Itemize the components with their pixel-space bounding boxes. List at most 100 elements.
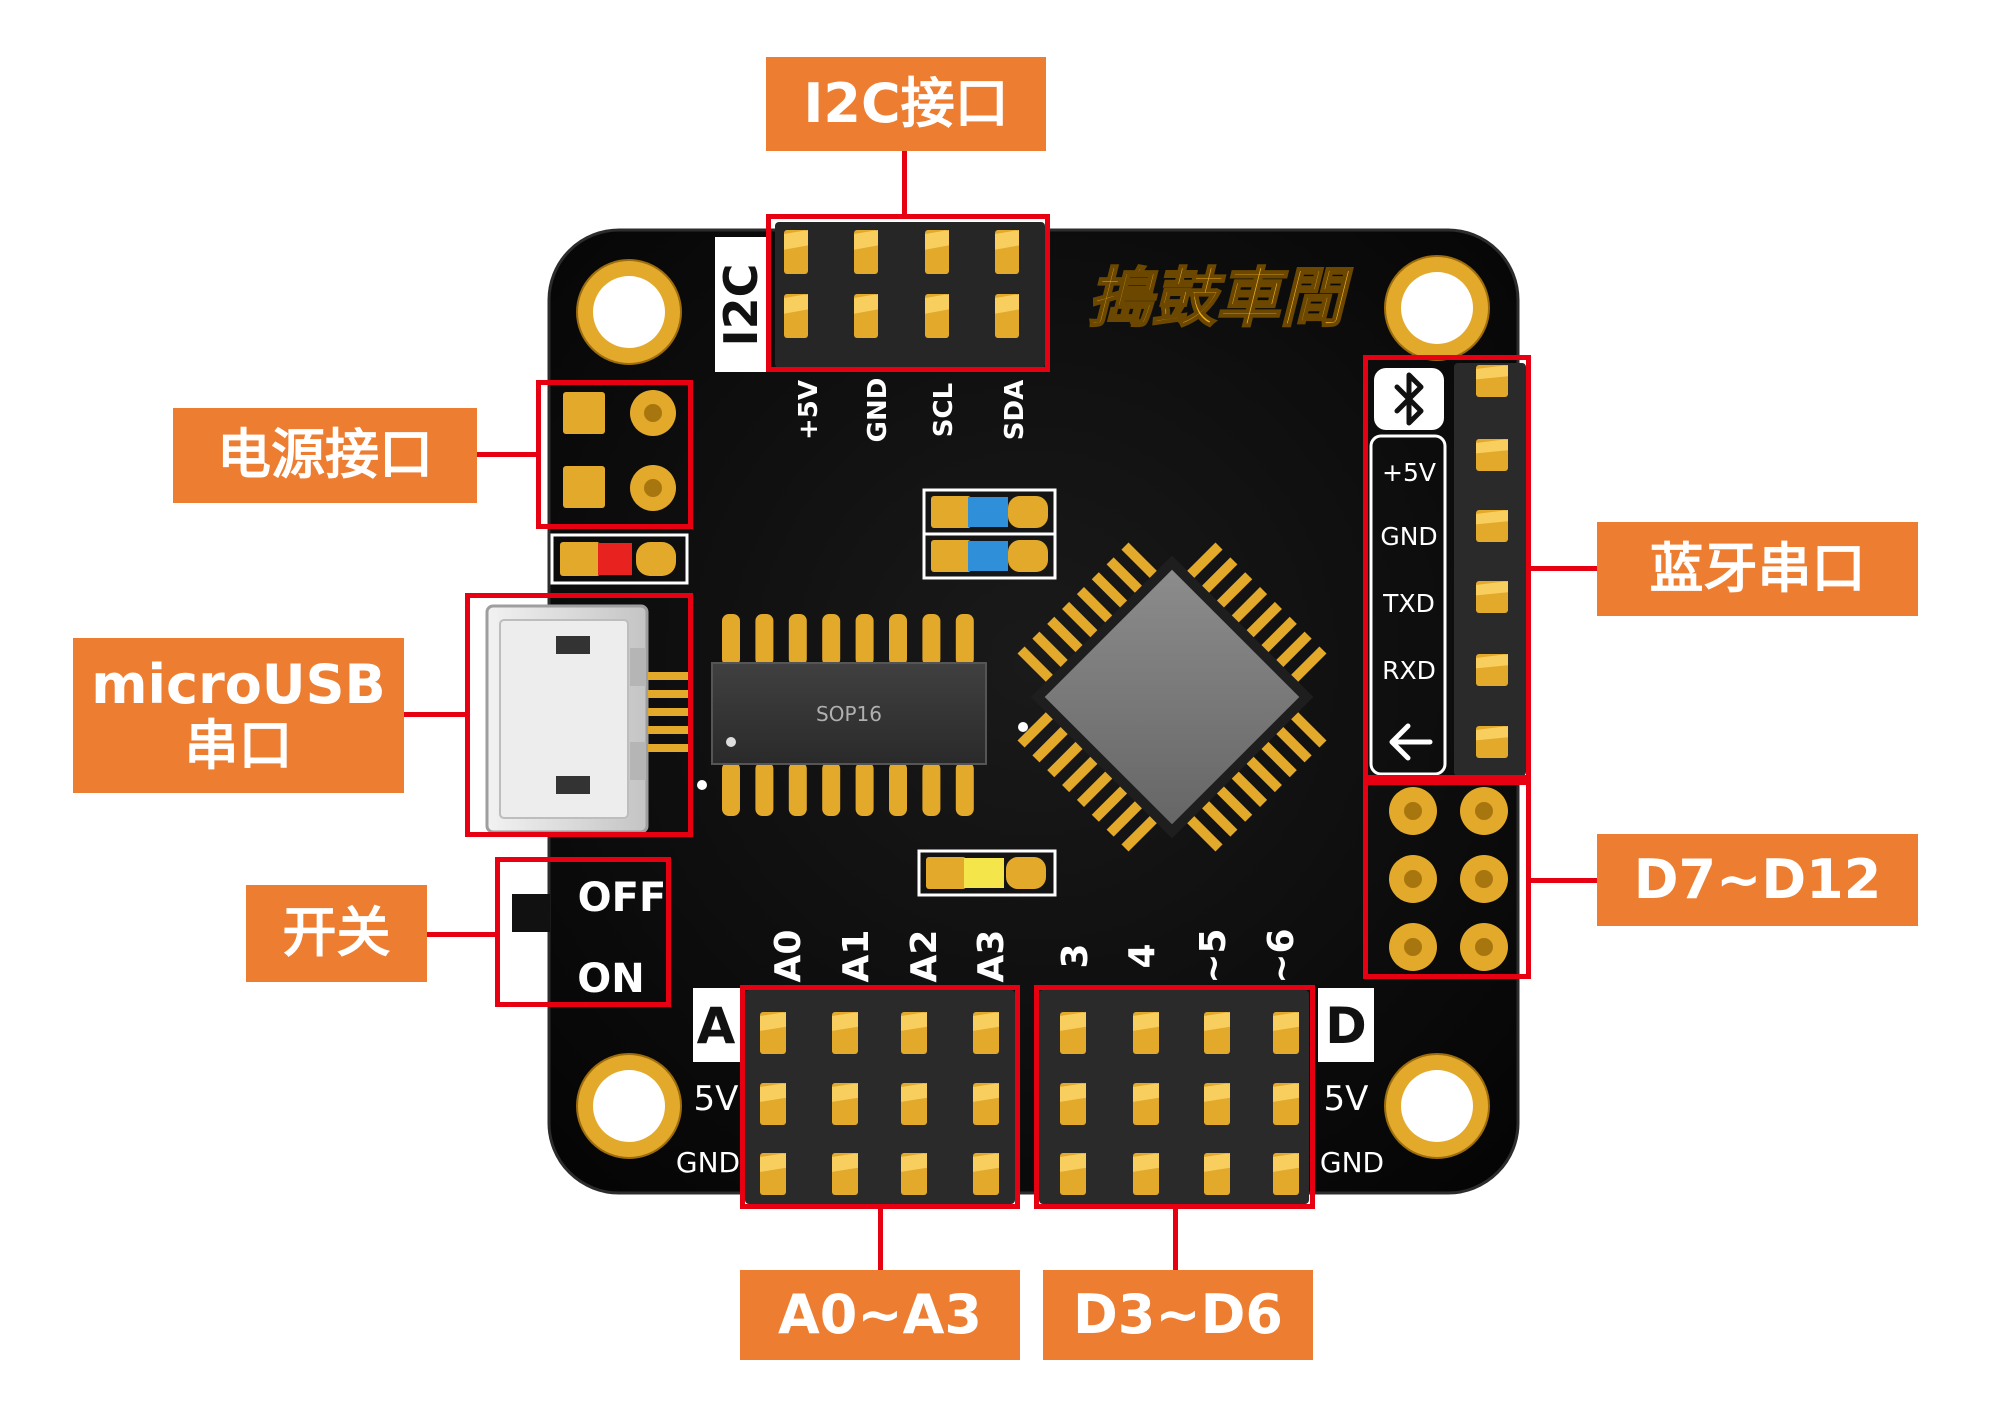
digital-pin-r2-c2-face: [1133, 1083, 1159, 1102]
callout-d3-d6-text: D3~D6: [1072, 1282, 1284, 1346]
usb-recess: [499, 619, 629, 819]
callout-power: 电源接口: [173, 408, 477, 503]
mcu-pin-left-3: [1091, 572, 1128, 608]
i2c-pin-label-5v: +5V: [794, 380, 824, 440]
arrow-left-icon: [1389, 723, 1433, 761]
digital-pin-r3-c4-face: [1273, 1153, 1299, 1172]
sop16-pad-bottom-1: [722, 762, 740, 816]
i2c-pin-r2-c1-face: [784, 294, 808, 314]
leader-line-usb: [404, 712, 465, 717]
analog-pin-r3-c2-face: [832, 1153, 858, 1172]
analog-pin-r3-c1-face: [760, 1153, 786, 1172]
led-blue-1-body: [968, 497, 1008, 527]
usb-leads: [648, 672, 690, 752]
analog-pin-r1-c2-face: [832, 1012, 858, 1031]
bt-pin-5-face: [1476, 654, 1508, 669]
i2c-pin-label-scl: SCL: [929, 383, 959, 437]
digital-tag-bg: [1318, 988, 1374, 1062]
i2c-pin-r2-c3-face: [925, 294, 949, 314]
led-blue-2-body: [968, 541, 1008, 571]
led-blue-1: [922, 488, 1057, 536]
led-yellow-pad-right: [1006, 857, 1046, 889]
analog-pin-r2-c3-face: [901, 1083, 927, 1102]
led-blue-2-pad-left: [931, 540, 971, 572]
power-switch: OFF ON: [512, 875, 666, 1002]
mcu-pin-top-3: [1216, 572, 1253, 608]
led-yellow-outline: [917, 849, 1057, 897]
i2c-pin-r2-c2-face: [854, 294, 878, 314]
leader-line-bluetooth: [1531, 566, 1597, 571]
mounting-hole-3: [593, 1070, 665, 1142]
analog-tag: A: [697, 997, 736, 1055]
sop16-pin1-dot: [726, 737, 736, 747]
micro-usb-connector: [485, 604, 707, 834]
bt-header-pins: [1476, 365, 1508, 758]
usb-lead-5: [648, 744, 690, 752]
callout-i2c: I2C接口: [766, 57, 1046, 151]
digital-pin-r3-c1-face: [1060, 1153, 1086, 1172]
led-red: [550, 533, 689, 585]
d-pad-hole-r2-c2: [1475, 870, 1493, 888]
sop16-pad-top-7: [922, 614, 941, 666]
sop16-body: [711, 662, 987, 765]
analog-header-body: [745, 990, 1015, 1204]
mcu-pin-top-6: [1261, 616, 1297, 653]
sop16-pad-bottom-8: [955, 762, 974, 816]
mcu-pin-top-5: [1246, 601, 1282, 638]
bt-pin-label-5v: +5V: [1382, 458, 1436, 487]
bluetooth-header: +5V GND TXD RXD: [1369, 363, 1526, 776]
analog-row-label-5v: 5V: [694, 1079, 739, 1119]
highlight-power: [536, 380, 693, 529]
digital-pin-r3-c3-face: [1204, 1153, 1230, 1172]
mcu-pin-top-7: [1276, 631, 1312, 667]
mcu-pin-top-4: [1231, 587, 1268, 623]
i2c-header-body: [775, 222, 1045, 368]
analog-header-pins: [760, 1012, 999, 1195]
sop16-pad-top-1: [722, 614, 740, 666]
bt-pin-2-face: [1476, 439, 1508, 454]
d-pad-hole-r1-c1: [1404, 802, 1422, 820]
i2c-tag-bg: [715, 237, 766, 372]
sop16-pad-top-6: [889, 614, 907, 666]
usb-slot-bottom: [556, 776, 590, 794]
digital-header-body: [1039, 990, 1309, 1204]
d-pad-hole-r2-c1: [1404, 870, 1422, 888]
power-pads: [563, 390, 676, 511]
usb-lead-4: [648, 726, 690, 734]
callout-i2c-text: I2C接口: [803, 71, 1009, 135]
sop16-pad-bottom-3: [788, 762, 807, 816]
mcu-pin-bottom-8: [1121, 816, 1157, 852]
highlight-d7-d12: [1363, 780, 1531, 979]
highlight-switch: [495, 857, 671, 1007]
mcu-pin-bottom-6: [1091, 786, 1128, 822]
sop16-pad-top-5: [855, 614, 874, 666]
usb-tab-top: [630, 648, 646, 686]
mounting-hole-1: [593, 276, 665, 348]
digital-pin-r1-c3-face: [1204, 1012, 1230, 1031]
sop16-pad-bottom-7: [922, 762, 941, 816]
bt-pin-3-face: [1476, 510, 1508, 525]
sop16-marking: SOP16: [816, 702, 882, 726]
i2c-pin-label-gnd: GND: [863, 378, 893, 443]
i2c-pin-r1-c4-face: [995, 230, 1019, 250]
switch-slider: [512, 894, 550, 932]
bt-pin-4-face: [1476, 581, 1508, 596]
led-blue-2-outline: [922, 532, 1057, 580]
usb-tab-bottom: [630, 742, 646, 780]
analog-pin-r2-c4-face: [973, 1083, 999, 1102]
sop16-pad-bottom-5: [855, 762, 874, 816]
mcu-pin-top-1: [1187, 542, 1223, 578]
led-red-pad-left: [560, 542, 600, 576]
led-blue-1-pad-right: [1008, 496, 1048, 528]
analog-pin-r1-c4-face: [973, 1012, 999, 1031]
mcu-pin-right-7: [1202, 801, 1238, 837]
i2c-header-pins: [784, 230, 1019, 338]
analog-pin-label-a1: A1: [836, 930, 877, 983]
digital-pin-r1-c2-face: [1133, 1012, 1159, 1031]
led-red-body: [598, 543, 632, 575]
bt-pin-label-gnd: GND: [1380, 522, 1437, 551]
d7-d12-pads: [1389, 787, 1508, 971]
sop16-pad-top-2: [755, 614, 774, 666]
analog-pin-label-a2: A2: [904, 930, 945, 983]
brand-logo: 搗鼓車間: [1088, 262, 1353, 336]
